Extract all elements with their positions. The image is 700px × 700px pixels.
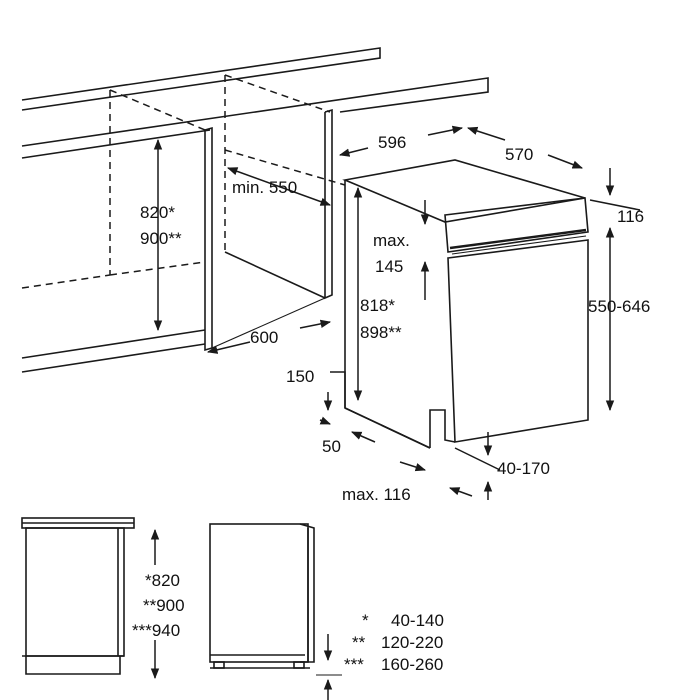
legend-mark-3: ***: [344, 655, 364, 674]
side-height-940: ***940: [132, 621, 180, 640]
plinth-adjust-label: 40-170: [497, 459, 550, 478]
max-gap-label-2: 145: [375, 257, 403, 276]
plinth-height-label: 150: [286, 367, 314, 386]
appliance-height-818: 818*: [360, 296, 395, 315]
plinth-depth-label: 50: [322, 437, 341, 456]
min-depth-label: min. 550: [232, 178, 297, 197]
side-height-820: *820: [145, 571, 180, 590]
legend-range-1: 40-140: [391, 611, 444, 630]
opening-height-900: 900**: [140, 229, 182, 248]
panel-thickness-label: 116: [617, 207, 644, 226]
side-height-900: **900: [143, 596, 185, 615]
feet-legend: * 40-140 ** 120-220 *** 160-260: [344, 611, 444, 674]
legend-mark-1: *: [362, 611, 369, 630]
legend-mark-2: **: [352, 633, 366, 652]
depth-label: 570: [505, 145, 533, 164]
appliance-height-898: 898**: [360, 323, 402, 342]
max-panel-label: max. 116: [342, 485, 411, 504]
side-view-cabinet: [21, 517, 160, 680]
width-label: 596: [378, 133, 406, 152]
opening-depth-label: 600: [250, 328, 278, 347]
side-view-dishwasher: [209, 523, 342, 700]
dishwasher-body: [342, 159, 589, 449]
cabinet-niche: [21, 47, 489, 373]
opening-height-820: 820*: [140, 203, 175, 222]
legend-range-3: 160-260: [381, 655, 443, 674]
legend-range-2: 120-220: [381, 633, 443, 652]
dimension-lines: [153, 125, 641, 500]
max-gap-label-1: max.: [373, 231, 410, 250]
door-height-label: 550-646: [588, 297, 650, 316]
